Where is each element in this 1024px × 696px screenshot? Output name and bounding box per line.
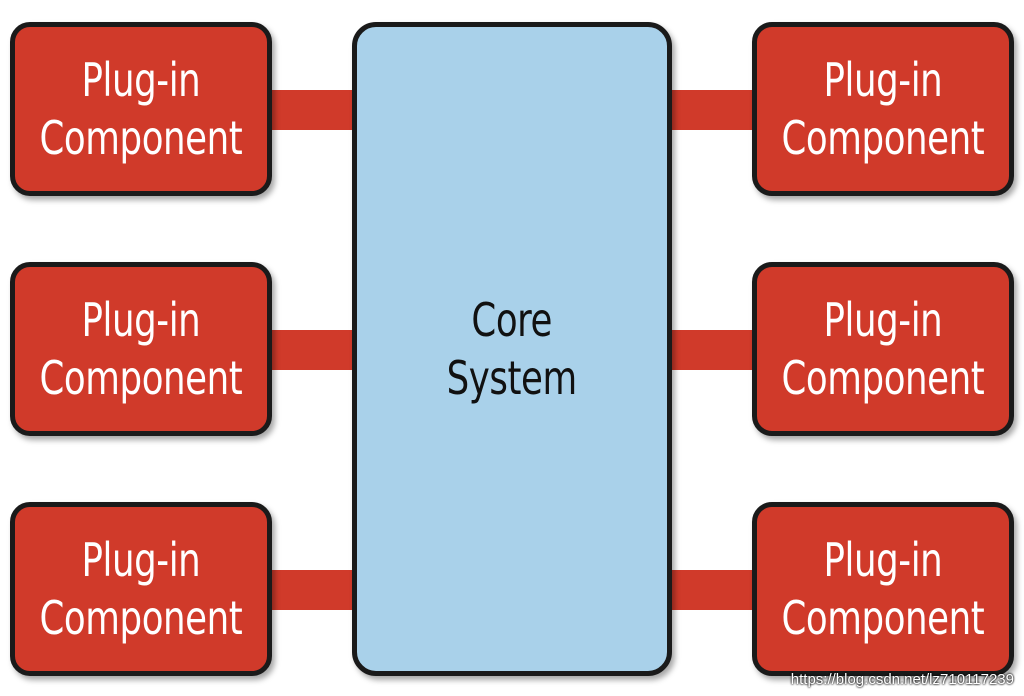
plugin-label-line2: Component <box>781 111 985 165</box>
plugin-label-line2: Component <box>39 351 243 405</box>
core-label-line1: Core <box>471 293 553 347</box>
plugin-component-left-bottom: Plug-in Component <box>10 502 272 676</box>
connector-right-bottom <box>666 570 756 610</box>
plugin-component-left-top: Plug-in Component <box>10 22 272 196</box>
plugin-label: Plug-in Component <box>40 51 243 167</box>
plugin-label-line2: Component <box>781 351 985 405</box>
plugin-label-line2: Component <box>781 591 985 645</box>
core-system-box: Core System <box>352 22 672 676</box>
plugin-label-line1: Plug-in <box>823 53 943 107</box>
plugin-label-line1: Plug-in <box>81 533 201 587</box>
plugin-label-line2: Component <box>39 111 243 165</box>
connector-right-middle <box>666 330 756 370</box>
plugin-label: Plug-in Component <box>782 51 985 167</box>
plugin-label-line1: Plug-in <box>823 293 943 347</box>
plugin-label-line1: Plug-in <box>823 533 943 587</box>
plugin-component-right-middle: Plug-in Component <box>752 262 1014 436</box>
plugin-label: Plug-in Component <box>40 531 243 647</box>
watermark-url: https://blog.csdn.net/lz710117239 <box>790 671 1014 688</box>
core-system-label: Core System <box>446 291 578 407</box>
connector-left-bottom <box>268 570 358 610</box>
plugin-label-line1: Plug-in <box>81 53 201 107</box>
plugin-label-line1: Plug-in <box>81 293 201 347</box>
plugin-label-line2: Component <box>39 591 243 645</box>
plugin-label: Plug-in Component <box>40 291 243 407</box>
connector-left-middle <box>268 330 358 370</box>
connector-right-top <box>666 90 756 130</box>
plugin-label: Plug-in Component <box>782 291 985 407</box>
plugin-component-right-top: Plug-in Component <box>752 22 1014 196</box>
plugin-label: Plug-in Component <box>782 531 985 647</box>
plugin-component-right-bottom: Plug-in Component <box>752 502 1014 676</box>
connector-left-top <box>268 90 358 130</box>
plugin-component-left-middle: Plug-in Component <box>10 262 272 436</box>
core-label-line2: System <box>446 351 578 405</box>
